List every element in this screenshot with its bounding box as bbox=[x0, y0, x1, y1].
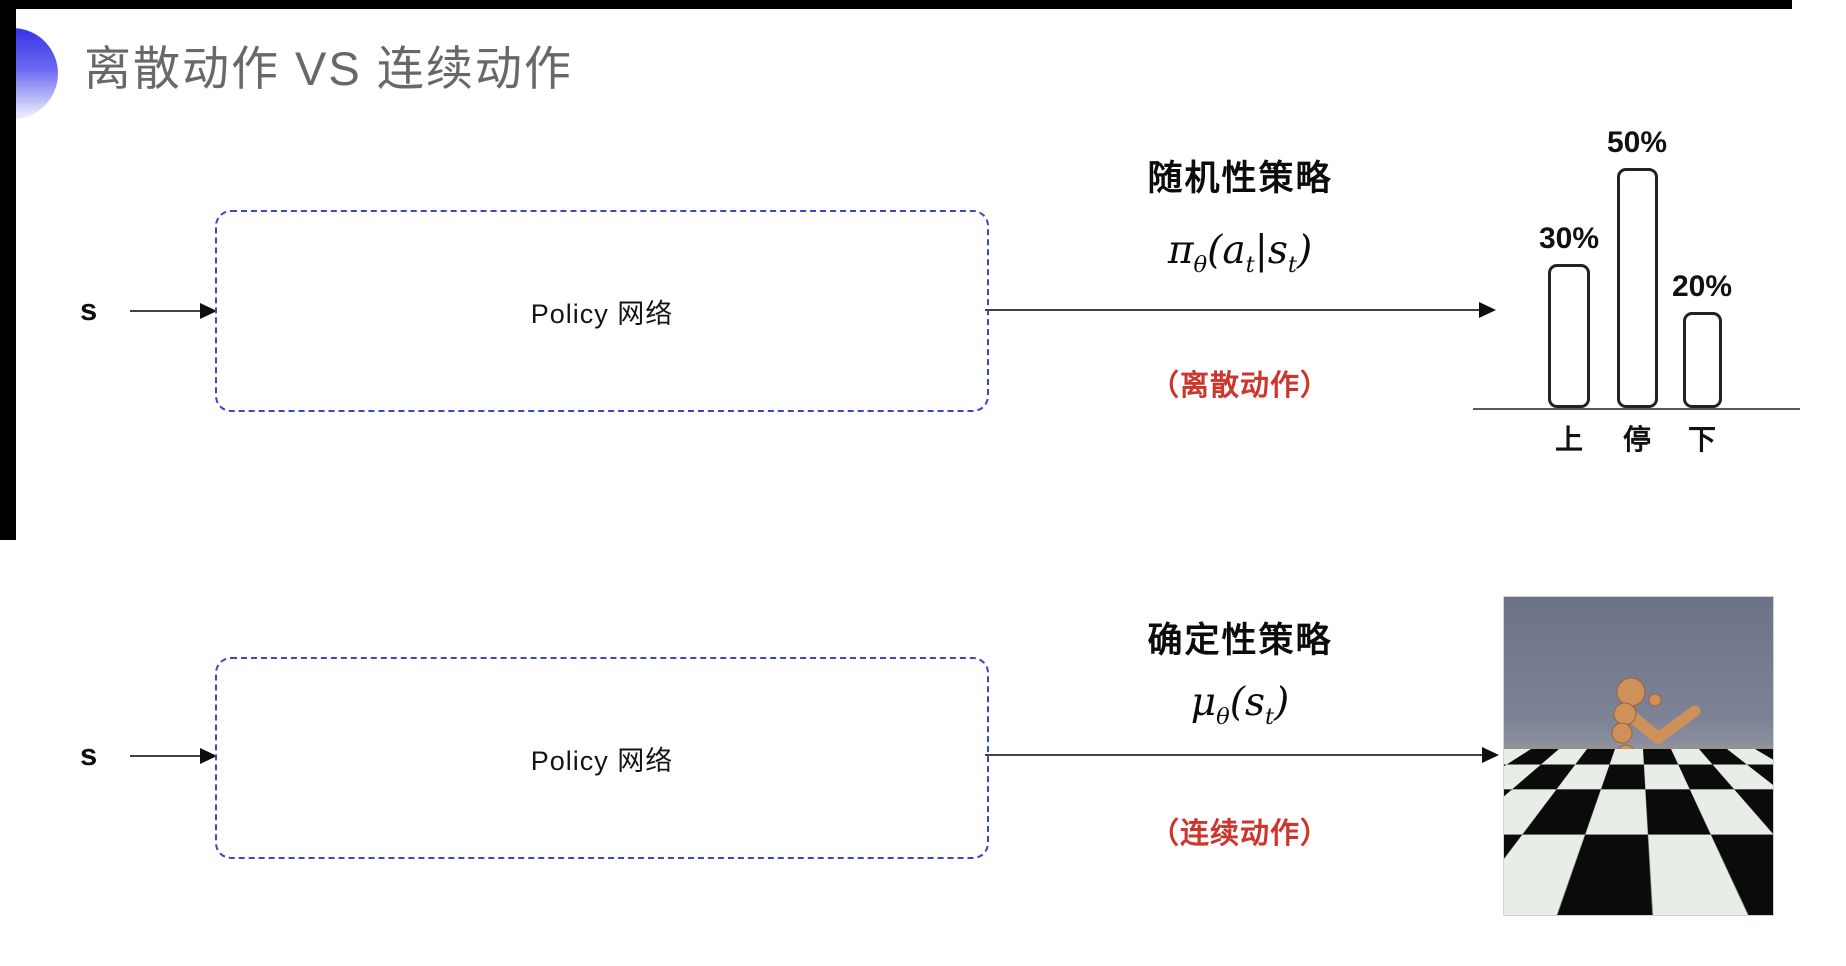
formula-bar: | bbox=[1254, 228, 1268, 273]
humanoid-simulation-image bbox=[1503, 596, 1774, 916]
state-input-label-row2: s bbox=[80, 737, 98, 772]
formula-rparen2: ) bbox=[1274, 680, 1290, 725]
formula-theta-sub: θ bbox=[1193, 251, 1208, 278]
arrowhead-output-row1-icon bbox=[1479, 302, 1496, 318]
formula-lparen2: ( bbox=[1229, 680, 1245, 725]
chart-baseline bbox=[1473, 408, 1800, 410]
formula-mu: μ bbox=[1190, 680, 1217, 725]
formula-a: a bbox=[1222, 228, 1246, 273]
state-input-label-row1: s bbox=[80, 292, 98, 327]
humanoid-figure bbox=[1579, 677, 1701, 915]
deterministic-policy-formula: μθ(st) bbox=[1040, 680, 1440, 730]
formula-pi: π bbox=[1167, 228, 1194, 273]
page-title: 离散动作 VS 连续动作 bbox=[84, 42, 573, 95]
letterbox-left-bar bbox=[0, 0, 16, 540]
prob-category-label-2: 下 bbox=[1687, 424, 1717, 455]
prob-value-label-0: 30% bbox=[1538, 222, 1600, 255]
continuous-action-note: （连续动作） bbox=[1149, 818, 1330, 850]
prob-value-label-1: 50% bbox=[1606, 126, 1668, 159]
formula-s: s bbox=[1267, 228, 1288, 273]
prob-bar-1 bbox=[1616, 168, 1658, 408]
deterministic-policy-title: 确定性策略 bbox=[1147, 621, 1333, 660]
horizon-band bbox=[1504, 744, 1773, 761]
formula-lparen: ( bbox=[1207, 228, 1223, 273]
prob-value-label-2: 20% bbox=[1671, 270, 1733, 303]
arrow-box-to-output-row1 bbox=[985, 309, 1479, 311]
arrow-box-to-output-row2 bbox=[985, 754, 1482, 756]
letterbox-top-bar bbox=[0, 0, 1792, 9]
stochastic-policy-title: 随机性策略 bbox=[1147, 159, 1333, 198]
policy-network-label-row1: Policy 网络 bbox=[530, 298, 674, 329]
arrowhead-state-row1-icon bbox=[200, 303, 217, 319]
arrow-state-to-box-row2 bbox=[130, 755, 202, 757]
prob-category-label-0: 上 bbox=[1554, 424, 1584, 455]
action-probability-chart: 30% 上 50% 停 20% 下 bbox=[1473, 110, 1813, 480]
policy-network-box-row1: Policy 网络 bbox=[215, 210, 989, 412]
arrow-state-to-box-row1 bbox=[130, 310, 202, 312]
formula-a-sub: t bbox=[1245, 251, 1255, 278]
formula-s2-sub: t bbox=[1264, 703, 1275, 730]
policy-network-box-row2: Policy 网络 bbox=[215, 657, 989, 859]
policy-network-label-row2: Policy 网络 bbox=[530, 745, 674, 776]
arrowhead-output-row2-icon bbox=[1482, 747, 1499, 763]
formula-theta-sub2: θ bbox=[1216, 703, 1230, 730]
formula-s-sub: t bbox=[1287, 251, 1297, 278]
prob-bar-2 bbox=[1682, 312, 1722, 408]
discrete-action-note: （离散动作） bbox=[1149, 370, 1330, 402]
prob-bar-0 bbox=[1548, 264, 1590, 408]
stochastic-policy-formula: πθ(at|st) bbox=[1040, 228, 1440, 278]
formula-s2: s bbox=[1244, 680, 1265, 725]
prob-category-label-1: 停 bbox=[1622, 424, 1652, 455]
formula-rparen: ) bbox=[1296, 228, 1313, 273]
arrowhead-state-row2-icon bbox=[200, 748, 217, 764]
